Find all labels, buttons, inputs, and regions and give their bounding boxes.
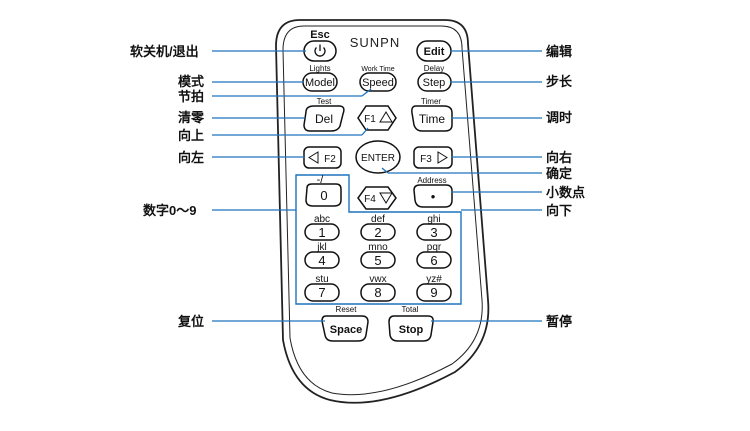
- digit-7-letters: stu: [315, 274, 328, 285]
- model-caption: Lights: [309, 64, 330, 73]
- edit-button[interactable]: Edit: [416, 40, 452, 62]
- digit-9-button[interactable]: yz# 9: [416, 274, 452, 302]
- label-clear: 清零: [178, 110, 205, 125]
- digit-4-letters: jkl: [316, 242, 326, 253]
- label-confirm: 确定: [546, 166, 572, 181]
- step-caption: Delay: [424, 64, 444, 73]
- time-caption: Timer: [421, 97, 441, 106]
- zero-button-label: 0: [320, 188, 327, 203]
- speed-caption: Work Time: [361, 66, 394, 73]
- stop-button[interactable]: Total Stop: [388, 305, 434, 342]
- left-leader-lines: [212, 50, 372, 322]
- digit-8-letters: vwx: [369, 274, 386, 285]
- edit-button-label: Edit: [424, 46, 445, 58]
- leader-confirm-diag: [381, 167, 389, 174]
- speed-button-label: Speed: [362, 77, 394, 89]
- f1-button-label: F1: [364, 114, 376, 125]
- power-icon: [314, 44, 326, 57]
- digit-3-label: 3: [430, 225, 437, 240]
- space-button[interactable]: Reset Space: [321, 305, 369, 342]
- dot-caption: Address: [417, 176, 446, 185]
- time-button[interactable]: Timer Time: [411, 97, 453, 132]
- label-up: 向上: [178, 128, 204, 143]
- digit-7-button[interactable]: stu 7: [304, 274, 340, 302]
- f4-button-label: F4: [364, 194, 376, 205]
- zero-caption: -/_: [317, 174, 331, 186]
- label-power: 软关机/退出: [130, 44, 199, 59]
- label-left: 向左: [178, 150, 204, 165]
- step-button-label: Step: [423, 77, 446, 89]
- right-triangle-icon: [437, 151, 448, 164]
- enter-button[interactable]: ENTER: [355, 140, 401, 174]
- step-button[interactable]: Delay Step: [417, 64, 452, 92]
- time-button-label: Time: [419, 112, 446, 126]
- f3-right-button[interactable]: F3: [413, 146, 453, 169]
- leader-tempo-diag: [361, 88, 372, 97]
- zero-button[interactable]: -/_ 0: [305, 174, 342, 207]
- digit-4-label: 4: [318, 253, 325, 268]
- digit-8-button[interactable]: vwx 8: [360, 274, 396, 302]
- model-button-label: Model: [305, 77, 335, 89]
- left-triangle-icon: [308, 151, 319, 164]
- esc-caption: Esc: [310, 29, 330, 41]
- digit-2-label: 2: [374, 225, 381, 240]
- enter-button-label: ENTER: [361, 153, 395, 164]
- space-button-label: Space: [330, 324, 362, 336]
- leader-up-diag: [361, 127, 369, 136]
- remote-body-inner: [282, 25, 483, 396]
- speed-button[interactable]: Work Time Speed: [359, 66, 397, 92]
- digit-3-button[interactable]: ghi 3: [416, 214, 452, 241]
- del-button[interactable]: Test Del: [303, 97, 345, 132]
- label-pause: 暂停: [546, 314, 572, 329]
- dot-button[interactable]: Address •: [413, 176, 453, 208]
- digit-6-label: 6: [430, 253, 437, 268]
- f2-left-button[interactable]: F2: [303, 146, 342, 169]
- digit-8-label: 8: [374, 285, 381, 300]
- label-decimal: 小数点: [546, 185, 585, 200]
- label-timer: 调时: [546, 110, 572, 125]
- digit-2-button[interactable]: def 2: [360, 214, 396, 241]
- digit-6-letters: pqr: [427, 242, 442, 253]
- digit-9-label: 9: [430, 285, 437, 300]
- esc-power-button[interactable]: Esc: [303, 29, 337, 62]
- digit-5-letters: mno: [368, 242, 388, 253]
- digit-7-label: 7: [318, 285, 325, 300]
- space-caption: Reset: [336, 305, 358, 314]
- label-digits: 数字0～9: [143, 203, 196, 218]
- label-right: 向右: [546, 150, 572, 165]
- brand-logo: SUNPN: [350, 35, 401, 50]
- label-tempo: 节拍: [178, 89, 204, 104]
- digit-5-button[interactable]: mno 5: [360, 242, 396, 269]
- up-triangle-icon: [379, 111, 393, 123]
- dot-button-label: •: [431, 189, 436, 204]
- f4-down-button[interactable]: F4: [357, 186, 397, 210]
- label-reset: 复位: [177, 314, 204, 329]
- f1-up-button[interactable]: F1: [357, 105, 397, 131]
- label-mode: 模式: [178, 74, 204, 89]
- digit-group-frame: [295, 174, 462, 305]
- digit-2-letters: def: [371, 214, 385, 225]
- f2-button-label: F2: [324, 154, 336, 165]
- del-caption: Test: [317, 97, 332, 106]
- digit-9-letters: yz#: [426, 274, 442, 285]
- digit-1-letters: abc: [314, 214, 330, 225]
- del-button-label: Del: [315, 112, 333, 126]
- digit-1-label: 1: [318, 225, 325, 240]
- label-step: 步长: [546, 74, 573, 89]
- f3-button-label: F3: [420, 154, 432, 165]
- stop-caption: Total: [402, 305, 419, 314]
- down-triangle-icon: [379, 192, 393, 204]
- digit-3-letters: ghi: [427, 214, 440, 225]
- label-down: 向下: [546, 203, 572, 218]
- digit-6-button[interactable]: pqr 6: [416, 242, 452, 269]
- digit-4-button[interactable]: jkl 4: [304, 242, 340, 269]
- digit-5-label: 5: [374, 253, 381, 268]
- label-edit: 编辑: [546, 44, 572, 59]
- digit-1-button[interactable]: abc 1: [304, 214, 340, 241]
- right-leader-lines: [381, 50, 542, 322]
- stop-button-label: Stop: [399, 324, 424, 336]
